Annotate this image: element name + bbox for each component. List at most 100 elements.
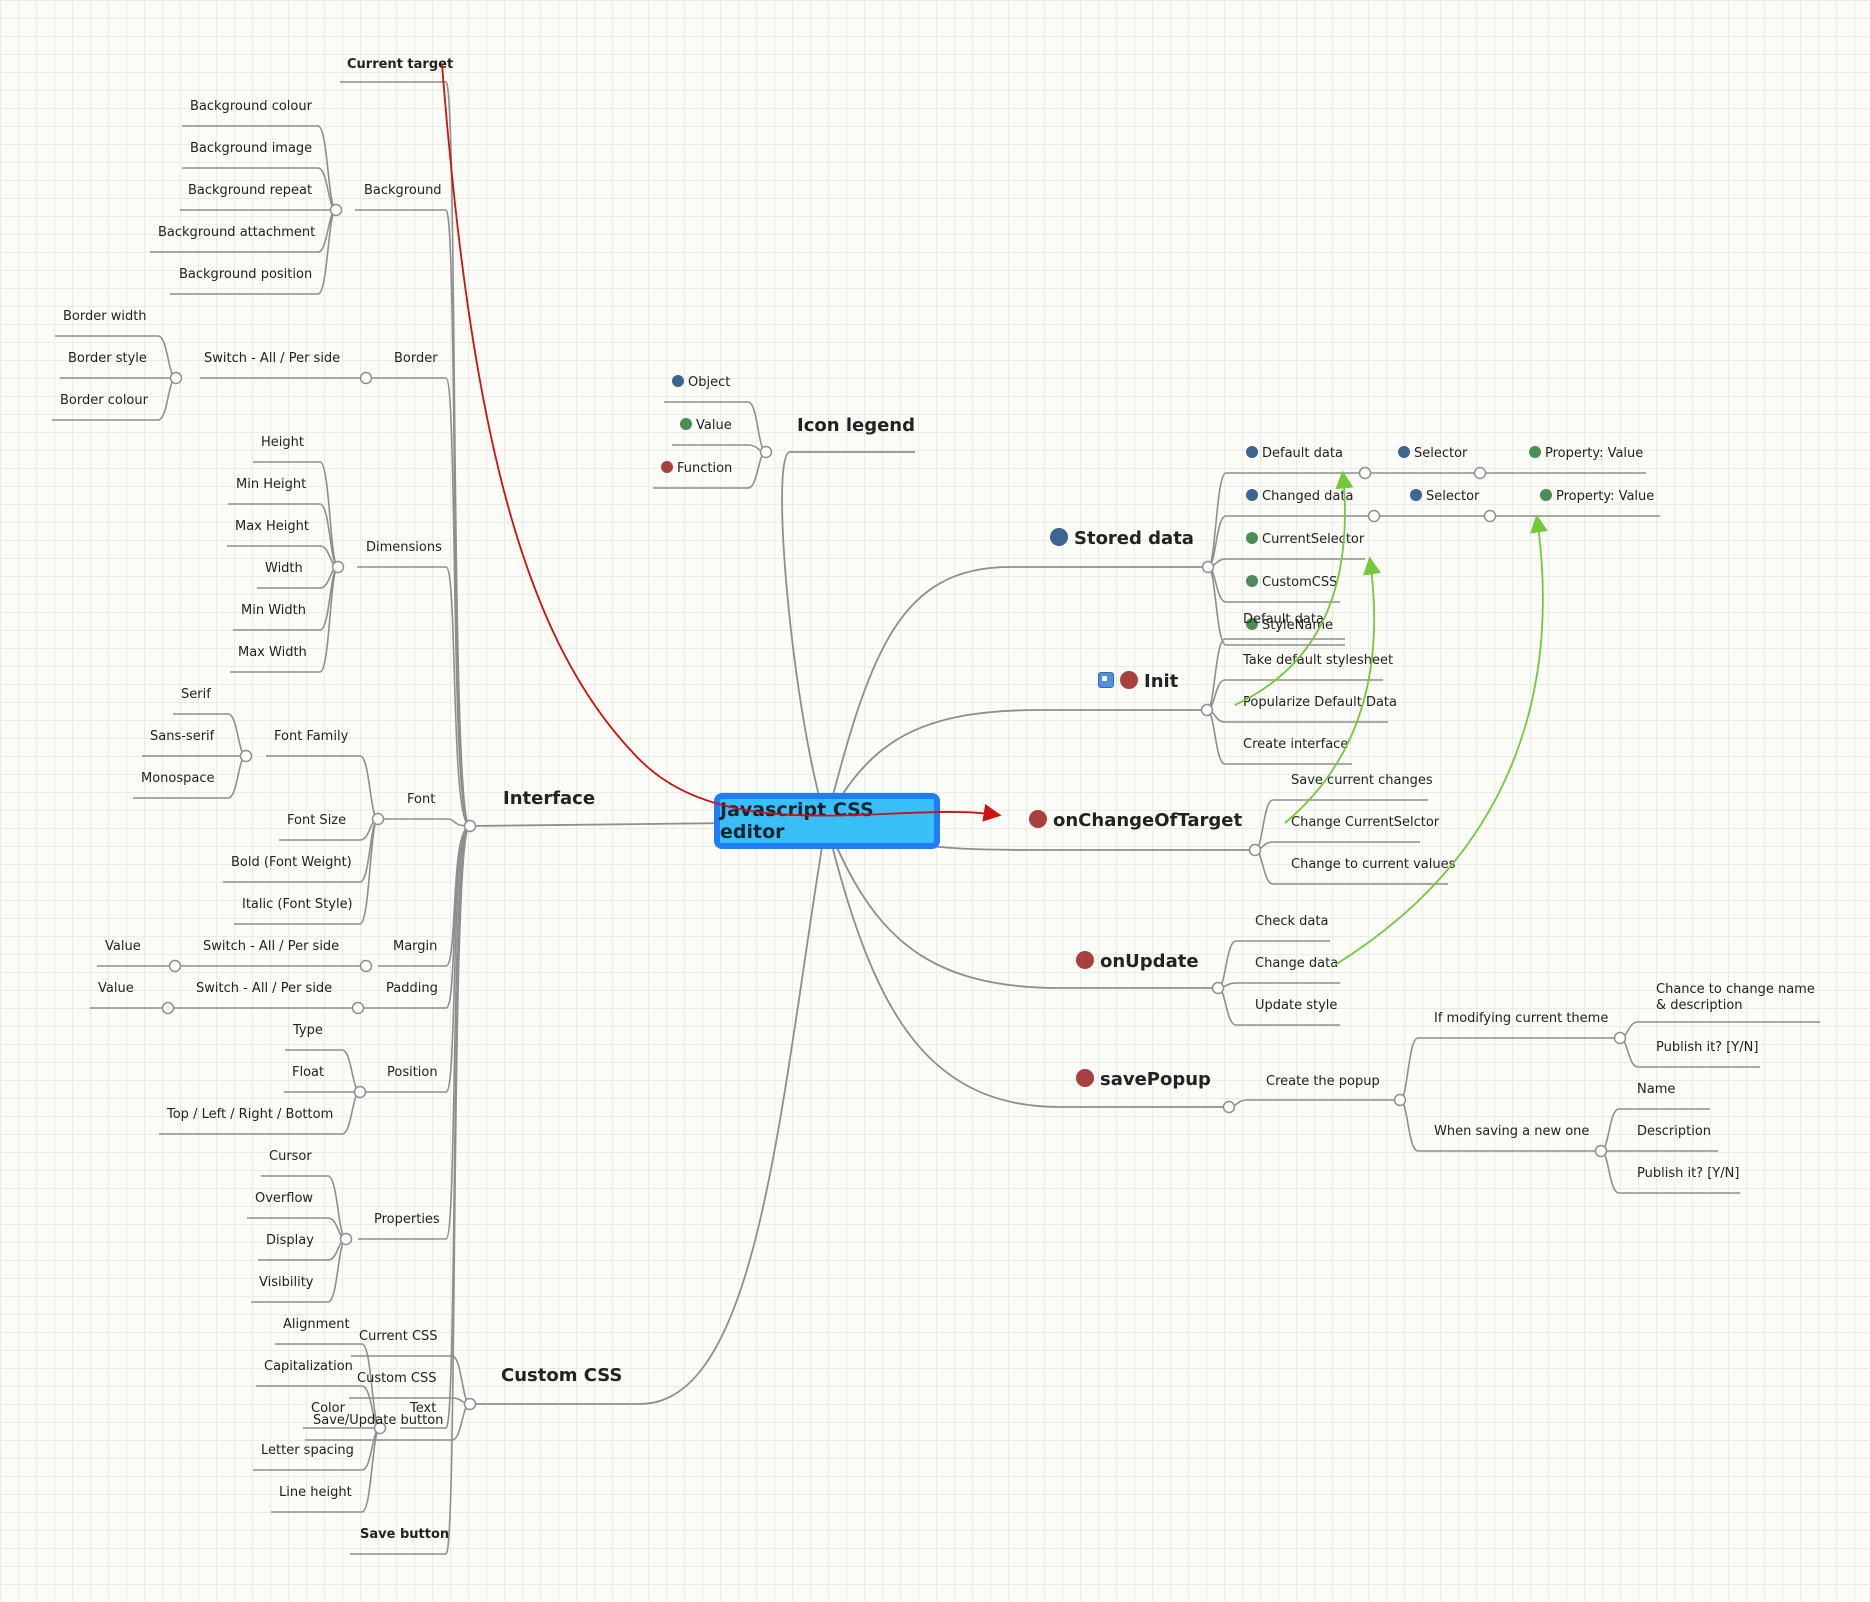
border-width-item[interactable]: Border width	[63, 309, 147, 324]
properties-topic[interactable]: Properties	[374, 1212, 440, 1227]
collapse-node-handle[interactable]	[1393, 1093, 1407, 1107]
max-width-item[interactable]: Max Width	[238, 645, 307, 660]
collapse-node-handle[interactable]	[373, 1421, 387, 1435]
collapse-node-handle[interactable]	[1222, 1100, 1236, 1114]
collapse-node-handle[interactable]	[1613, 1031, 1627, 1045]
save-current-changes-item[interactable]: Save current changes	[1291, 773, 1433, 788]
border-topic[interactable]: Border	[394, 351, 438, 366]
collapse-node-handle[interactable]	[239, 749, 253, 763]
min-height-item[interactable]: Min Height	[236, 477, 307, 492]
save-button-topic[interactable]: Save button	[360, 1527, 450, 1542]
padding-topic[interactable]: Padding	[386, 981, 438, 996]
max-height-item[interactable]: Max Height	[235, 519, 309, 534]
change-name-description-item[interactable]: Chance to change name & description	[1656, 982, 1815, 1013]
monospace-item[interactable]: Monospace	[141, 771, 215, 786]
custom-css-value-item[interactable]: CustomCSS	[1246, 575, 1337, 591]
margin-topic[interactable]: Margin	[393, 939, 438, 954]
changed-data-item[interactable]: Changed data	[1246, 489, 1353, 505]
collapse-node-handle[interactable]	[1201, 560, 1215, 574]
position-float-item[interactable]: Float	[292, 1065, 325, 1080]
margin-switch-item[interactable]: Switch - All / Per side	[203, 939, 340, 954]
font-family-item[interactable]: Font Family	[274, 729, 349, 744]
save-update-button-item[interactable]: Save/Update button	[313, 1413, 444, 1428]
collapse-node-handle[interactable]	[1200, 703, 1214, 717]
cursor-item[interactable]: Cursor	[269, 1149, 312, 1164]
letter-spacing-item[interactable]: Letter spacing	[261, 1443, 354, 1458]
line-height-item[interactable]: Line height	[279, 1485, 352, 1500]
legend-item-object[interactable]: Object	[672, 375, 730, 391]
text-topic[interactable]: Text	[410, 1401, 437, 1416]
collapse-node-handle[interactable]	[1358, 466, 1372, 480]
display-item[interactable]: Display	[266, 1233, 314, 1248]
change-current-values-item[interactable]: Change to current values	[1291, 857, 1456, 872]
background-colour-item[interactable]: Background colour	[190, 99, 312, 114]
collapse-node-handle[interactable]	[759, 445, 773, 459]
padding-value-item[interactable]: Value	[98, 981, 134, 996]
onchange-topic[interactable]: onChangeOfTarget	[1029, 810, 1242, 832]
interface-topic[interactable]: Interface	[503, 788, 596, 809]
background-repeat-item[interactable]: Background repeat	[188, 183, 313, 198]
padding-switch-item[interactable]: Switch - All / Per side	[196, 981, 333, 996]
collapse-node-handle[interactable]	[359, 371, 373, 385]
background-position-item[interactable]: Background position	[179, 267, 313, 282]
modify-theme-item[interactable]: If modifying current theme	[1434, 1011, 1609, 1026]
current-selector-item[interactable]: CurrentSelector	[1246, 532, 1364, 548]
new-publish-item[interactable]: Publish it? [Y/N]	[1637, 1166, 1740, 1181]
font-weight-item[interactable]: Bold (Font Weight)	[231, 855, 352, 870]
background-topic[interactable]: Background	[364, 183, 442, 198]
custom-css-topic[interactable]: Custom CSS	[501, 1365, 623, 1386]
take-default-stylesheet-item[interactable]: Take default stylesheet	[1243, 653, 1394, 668]
collapse-node-handle[interactable]	[351, 1001, 365, 1015]
collapse-node-handle[interactable]	[339, 1232, 353, 1246]
popularize-default-data-item[interactable]: Popularize Default Data	[1243, 695, 1397, 710]
min-width-item[interactable]: Min Width	[241, 603, 306, 618]
position-offsets-item[interactable]: Top / Left / Right / Bottom	[167, 1107, 334, 1122]
margin-value-item[interactable]: Value	[105, 939, 141, 954]
border-style-item[interactable]: Border style	[68, 351, 147, 366]
update-style-item[interactable]: Update style	[1255, 998, 1338, 1013]
change-data-item[interactable]: Change data	[1255, 956, 1339, 971]
collapse-node-handle[interactable]	[1367, 509, 1381, 523]
visibility-item[interactable]: Visibility	[259, 1275, 314, 1290]
collapse-node-handle[interactable]	[168, 959, 182, 973]
collapse-node-handle[interactable]	[371, 812, 385, 826]
create-interface-item[interactable]: Create interface	[1243, 737, 1349, 752]
collapse-node-handle[interactable]	[463, 819, 477, 833]
collapse-node-handle[interactable]	[463, 1397, 477, 1411]
height-item[interactable]: Height	[261, 435, 304, 450]
collapse-node-handle[interactable]	[1211, 981, 1225, 995]
sans-serif-item[interactable]: Sans-serif	[150, 729, 215, 744]
background-image-item[interactable]: Background image	[190, 141, 313, 156]
overflow-item[interactable]: Overflow	[255, 1191, 314, 1206]
collapse-node-handle[interactable]	[1594, 1144, 1608, 1158]
collapse-node-handle[interactable]	[1248, 843, 1262, 857]
border-switch-item[interactable]: Switch - All / Per side	[204, 351, 341, 366]
init-default-data-item[interactable]: Default data	[1243, 612, 1324, 627]
changed-property-item[interactable]: Property: Value	[1540, 489, 1654, 505]
collapse-node-handle[interactable]	[329, 203, 343, 217]
font-size-item[interactable]: Font Size	[287, 813, 347, 828]
position-type-item[interactable]: Type	[293, 1023, 323, 1038]
savepopup-topic[interactable]: savePopup	[1076, 1069, 1211, 1091]
changed-selector-item[interactable]: Selector	[1410, 489, 1479, 505]
default-selector-item[interactable]: Selector	[1398, 446, 1467, 462]
color-item[interactable]: Color	[311, 1401, 345, 1416]
font-style-item[interactable]: Italic (Font Style)	[242, 897, 353, 912]
new-name-item[interactable]: Name	[1637, 1082, 1676, 1097]
serif-item[interactable]: Serif	[181, 687, 211, 702]
custom-css-item[interactable]: Custom CSS	[357, 1371, 437, 1386]
stored-data-topic[interactable]: Stored data	[1050, 528, 1194, 550]
position-topic[interactable]: Position	[387, 1065, 438, 1080]
default-property-item[interactable]: Property: Value	[1529, 446, 1643, 462]
modify-publish-item[interactable]: Publish it? [Y/N]	[1656, 1040, 1759, 1055]
background-attachment-item[interactable]: Background attachment	[158, 225, 316, 240]
border-colour-item[interactable]: Border colour	[60, 393, 148, 408]
change-current-selector-item[interactable]: Change CurrentSelctor	[1291, 815, 1440, 830]
width-item[interactable]: Width	[265, 561, 303, 576]
legend-item-function[interactable]: Function	[661, 461, 732, 477]
collapse-node-handle[interactable]	[359, 959, 373, 973]
collapse-node-handle[interactable]	[161, 1001, 175, 1015]
dimensions-topic[interactable]: Dimensions	[366, 540, 442, 555]
saving-new-item[interactable]: When saving a new one	[1434, 1124, 1590, 1139]
root-topic[interactable]: Javascript CSS editor	[714, 793, 940, 849]
